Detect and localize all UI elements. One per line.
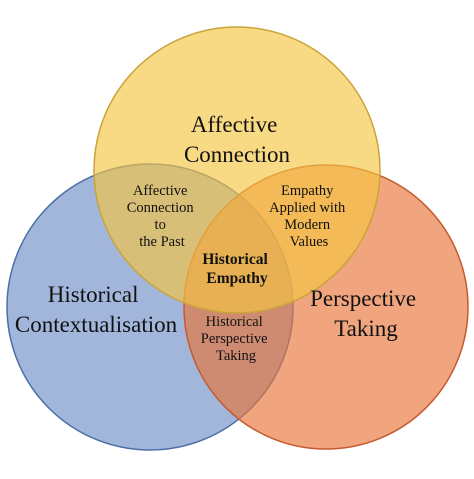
overlap-ac-line-4: the Past	[139, 234, 185, 250]
label-historical-contextualisation: Historical Contextualisation	[15, 282, 178, 337]
overlap-ap-line-4: Values	[290, 234, 329, 250]
overlap-ap-line-3: Modern	[284, 217, 331, 233]
overlap-ap-line-2: Applied with	[269, 200, 346, 216]
overlap-ac-line-3: to	[155, 217, 166, 233]
label-contextual-line-2: Contextualisation	[15, 312, 178, 337]
label-affective-line-2: Connection	[184, 142, 291, 167]
label-affective-line-1: Affective	[191, 112, 277, 137]
label-empathy-applied-with-modern-values: Empathy Applied with Modern Values	[269, 183, 349, 250]
overlap-ac-line-2: Connection	[127, 200, 195, 216]
overlap-cp-line-3: Taking	[216, 348, 256, 364]
overlap-cp-line-1: Historical	[206, 314, 263, 330]
overlap-cp-line-2: Perspective	[201, 331, 268, 347]
center-line-2: Empathy	[206, 270, 267, 287]
center-line-1: Historical	[202, 251, 268, 268]
label-historical-empathy: Historical Empathy	[202, 251, 271, 287]
overlap-ap-line-1: Empathy	[281, 183, 334, 199]
label-perspective-taking: Perspective Taking	[310, 286, 422, 341]
label-affective-connection: Affective Connection	[184, 112, 291, 167]
label-contextual-line-1: Historical	[48, 282, 139, 307]
label-affective-connection-to-the-past: Affective Connection to the Past	[127, 183, 197, 250]
circle-affective-connection	[93, 26, 381, 314]
overlap-ac-line-1: Affective	[133, 183, 187, 199]
label-perspective-line-2: Taking	[334, 316, 398, 341]
label-perspective-line-1: Perspective	[310, 286, 416, 311]
label-historical-perspective-taking: Historical Perspective Taking	[201, 314, 271, 364]
circles	[6, 26, 469, 451]
